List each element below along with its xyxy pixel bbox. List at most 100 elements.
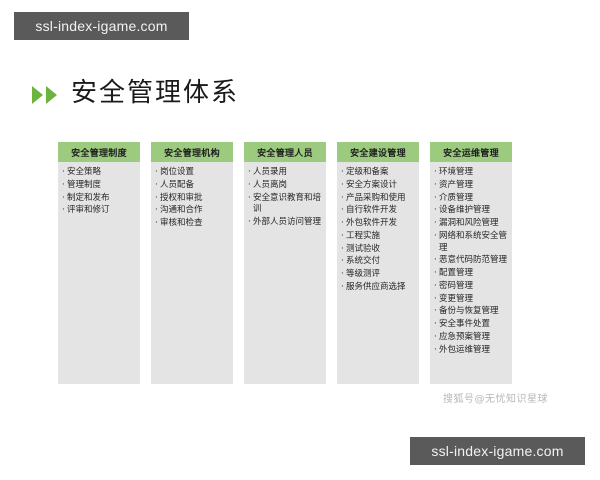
list-item: ·服务供应商选择 [341, 282, 416, 294]
bullet-icon: · [341, 167, 344, 177]
bullet-icon: · [341, 205, 344, 216]
list-item-label: 安全意识教育和培训 [253, 192, 322, 215]
list-item: ·配置管理 [434, 268, 509, 280]
list-item-label: 密码管理 [439, 280, 474, 291]
list-item: ·产品采购和使用 [341, 193, 416, 205]
list-item: ·变更管理 [434, 294, 509, 306]
bullet-icon: · [341, 269, 344, 280]
bullet-icon: · [434, 205, 437, 216]
list-item-label: 授权和审批 [160, 192, 203, 203]
watermark-corner-text: 搜狐号@无忧知识星球 [443, 394, 548, 405]
bullet-icon: · [434, 192, 437, 203]
bullet-icon: · [341, 256, 344, 267]
list-item-label: 人员录用 [253, 167, 288, 177]
list-item: ·安全事件处置 [434, 319, 509, 331]
bullet-icon: · [341, 179, 344, 190]
list-item: ·等级测评 [341, 269, 416, 281]
list-item: ·人员离岗 [248, 180, 323, 192]
bullet-icon: · [434, 179, 437, 190]
category-card-title: 安全管理制度 [58, 142, 140, 162]
list-item: ·自行软件开发 [341, 205, 416, 217]
list-item-label: 安全事件处置 [439, 319, 491, 330]
bullet-icon: · [434, 293, 437, 304]
list-item-label: 恶意代码防范管理 [439, 255, 508, 266]
bullet-icon: · [341, 192, 344, 203]
list-item-label: 环境管理 [439, 167, 474, 177]
list-item: ·系统交付 [341, 256, 416, 268]
watermark-badge-top: ssl-index-igame.com [14, 12, 189, 40]
category-item-list: ·定级和备案·安全方案设计·产品采购和使用·自行软件开发·外包软件开发·工程实施… [337, 162, 419, 299]
list-item-label: 应急预案管理 [439, 331, 491, 342]
list-item: ·外包运维管理 [434, 345, 509, 357]
category-card-title: 安全建设管理 [337, 142, 419, 162]
list-item: ·人员录用 [248, 167, 323, 179]
list-item: ·安全意识教育和培训 [248, 193, 323, 216]
bullet-icon: · [434, 255, 437, 266]
list-item: ·管理制度 [62, 180, 137, 192]
bullet-icon: · [62, 205, 65, 216]
list-item: ·审核和检查 [155, 218, 230, 230]
list-item: ·恶意代码防范管理 [434, 255, 509, 267]
list-item-label: 安全方案设计 [346, 179, 398, 190]
bullet-icon: · [62, 167, 65, 177]
category-card-title: 安全管理人员 [244, 142, 326, 162]
category-card: 安全管理人员·人员录用·人员离岗·安全意识教育和培训·外部人员访问管理 [244, 142, 326, 384]
bullet-icon: · [341, 243, 344, 254]
bullet-icon: · [434, 280, 437, 291]
list-item: ·备份与恢复管理 [434, 306, 509, 318]
list-item: ·资产管理 [434, 180, 509, 192]
list-item: ·漏洞和风险管理 [434, 218, 509, 230]
bullet-icon: · [155, 218, 158, 229]
category-card: 安全建设管理·定级和备案·安全方案设计·产品采购和使用·自行软件开发·外包软件开… [337, 142, 419, 384]
list-item-label: 沟通和合作 [160, 205, 203, 216]
category-card: 安全运维管理·环境管理·资产管理·介质管理·设备维护管理·漏洞和风险管理·网络和… [430, 142, 512, 384]
list-item-label: 备份与恢复管理 [439, 306, 499, 317]
bullet-icon: · [155, 205, 158, 216]
list-item: ·岗位设置 [155, 167, 230, 179]
bullet-icon: · [434, 218, 437, 229]
triangle-right-icon-2 [46, 86, 57, 104]
list-item-label: 人员离岗 [253, 179, 288, 190]
category-card-title: 安全运维管理 [430, 142, 512, 162]
double-triangle-right-icon [32, 86, 57, 104]
list-item-label: 网络和系统安全管理 [439, 230, 508, 253]
list-item-label: 漏洞和风险管理 [439, 218, 499, 229]
bullet-icon: · [341, 282, 344, 293]
list-item-label: 人员配备 [160, 179, 195, 190]
list-item-label: 资产管理 [439, 179, 474, 190]
category-card: 安全管理机构·岗位设置·人员配备·授权和审批·沟通和合作·审核和检查 [151, 142, 233, 384]
list-item: ·外包软件开发 [341, 218, 416, 230]
list-item: ·沟通和合作 [155, 205, 230, 217]
list-item: ·人员配备 [155, 180, 230, 192]
list-item: ·应急预案管理 [434, 332, 509, 344]
list-item-label: 等级测评 [346, 269, 381, 280]
bullet-icon: · [341, 218, 344, 229]
list-item: ·工程实施 [341, 231, 416, 243]
bullet-icon: · [62, 192, 65, 203]
list-item-label: 变更管理 [439, 293, 474, 304]
triangle-right-icon-1 [32, 86, 43, 104]
watermark-badge-bottom-text: ssl-index-igame.com [431, 443, 564, 459]
bullet-icon: · [434, 167, 437, 177]
list-item-label: 定级和备案 [346, 167, 389, 177]
list-item-label: 测试验收 [346, 243, 381, 254]
bullet-icon: · [248, 167, 251, 177]
list-item: ·外部人员访问管理 [248, 217, 323, 229]
list-item-label: 审核和检查 [160, 218, 203, 229]
list-item-label: 配置管理 [439, 268, 474, 279]
bullet-icon: · [434, 319, 437, 330]
list-item-label: 介质管理 [439, 192, 474, 203]
bullet-icon: · [248, 216, 251, 227]
list-item: ·定级和备案 [341, 167, 416, 179]
list-item: ·安全方案设计 [341, 180, 416, 192]
list-item: ·授权和审批 [155, 193, 230, 205]
watermark-badge-bottom: ssl-index-igame.com [410, 437, 585, 465]
list-item-label: 系统交付 [346, 256, 381, 267]
category-card-title: 安全管理机构 [151, 142, 233, 162]
bullet-icon: · [155, 167, 158, 177]
category-card: 安全管理制度·安全策略·管理制度·制定和发布·评审和修订 [58, 142, 140, 384]
list-item: ·密码管理 [434, 281, 509, 293]
list-item-label: 工程实施 [346, 230, 381, 241]
watermark-badge-top-text: ssl-index-igame.com [35, 18, 168, 34]
list-item: ·设备维护管理 [434, 205, 509, 217]
